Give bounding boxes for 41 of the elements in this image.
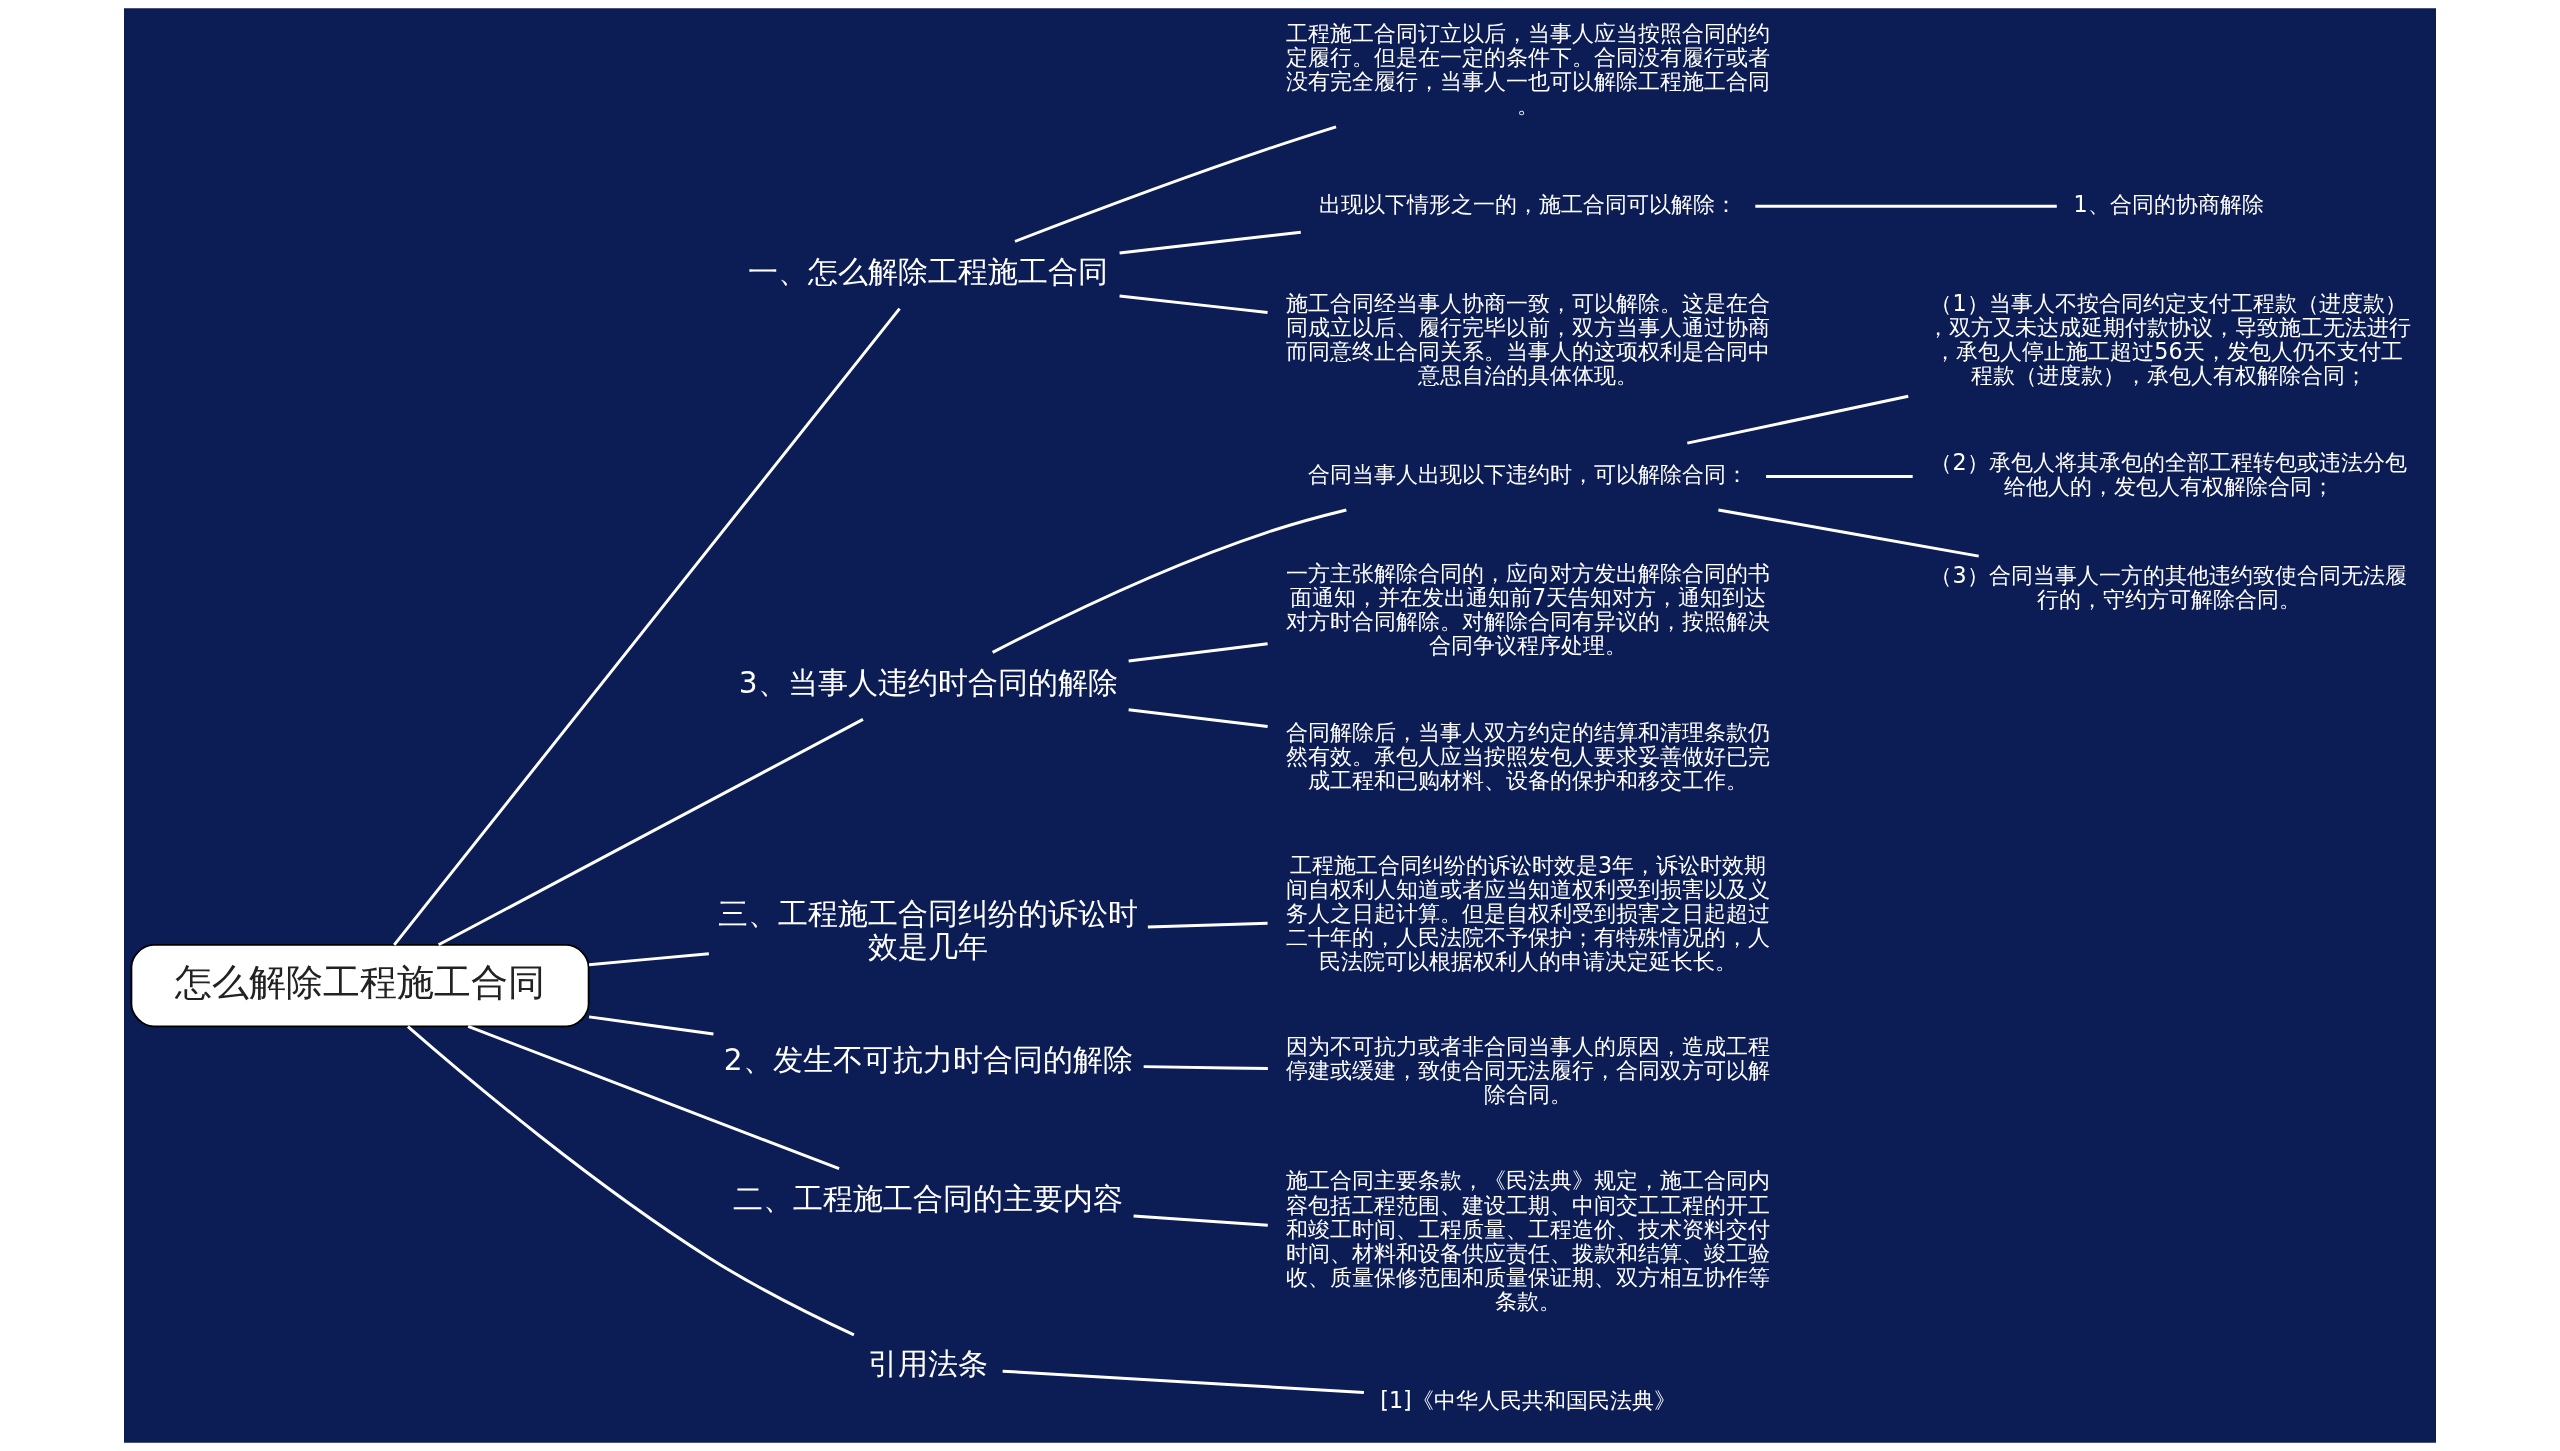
connector xyxy=(1002,1369,1364,1394)
node-text: （1）当事人不按合同约定支付工程款（进度款），双方又未达成延期付款协议，导致施工无法进行，承包人停止施工超过56天，发包人仍不支付工程款（进度款），承包人有权解除合同； xyxy=(1926,290,2411,389)
connector xyxy=(991,508,1347,654)
connector xyxy=(1128,642,1268,663)
connector xyxy=(1128,708,1268,729)
node-text: 2、发生不可抗力时合同的解除 xyxy=(723,1043,1133,1078)
node-text: （3）合同当事人一方的其他违约致使合同无法履行的，守约方可解除合同。 xyxy=(1930,562,2407,613)
node-text: 工程施工合同纠纷的诉讼时效是3年，诉讼时效期间自权利人知道或者应当知道权利受到损害以及义务人之日起计算。但是自权利受到损害之日起超过二十年的，人民法院不予保护；有特殊情况的，人民法院可以根据权利人的申请决定延长长。 xyxy=(1286,851,1771,975)
connector xyxy=(1687,394,1909,445)
connector xyxy=(1014,125,1337,243)
node-text: 施工合同经当事人协商一致，可以解除。这是在合同成立以后、履行完毕以前，双方当事人通过协商而同意终止合同关系。当事人的这项权利是合同中意思自治的具体体现。 xyxy=(1286,290,1771,389)
node-text: （2）承包人将其承包的全部工程转包或违法分包给他人的，发包人有权解除合同； xyxy=(1930,449,2407,500)
node-text: 一方主张解除合同的，应向对方发出解除合同的书面通知，并在发出通知前7天告知对方，通知到达对方时合同解除。对解除合同有异议的，按照解决合同争议程序处理。 xyxy=(1286,560,1771,659)
connector xyxy=(437,718,864,947)
node-box: 怎么解除工程施工合同 xyxy=(130,943,590,1028)
connector xyxy=(588,1015,714,1036)
connector xyxy=(1119,230,1301,255)
node-text: 三、工程施工合同纠纷的诉讼时效是几年 xyxy=(718,897,1139,965)
connector xyxy=(1755,204,2057,208)
connector xyxy=(1133,1214,1268,1227)
node-text: 工程施工合同订立以后，当事人应当按照合同的约定履行。但是在一定的条件下。合同没有履行或者没有完全履行，当事人一也可以解除工程施工合同。 xyxy=(1286,19,1771,118)
node-text: 出现以下情形之一的，施工合同可以解除： xyxy=(1319,191,1738,218)
node-text: 因为不可抗力或者非合同当事人的原因，造成工程停建或缓建，致使合同无法履行，合同双方可以解除合同。 xyxy=(1286,1033,1771,1108)
connector xyxy=(588,952,709,967)
node-text: 一、怎么解除工程施工合同 xyxy=(748,254,1109,289)
connector xyxy=(1718,508,1979,558)
node-text: 合同当事人出现以下违约时，可以解除合同： xyxy=(1308,461,1749,488)
connector xyxy=(1119,294,1268,314)
connector xyxy=(467,1025,840,1171)
connector xyxy=(393,307,901,946)
node-text: 1、合同的协商解除 xyxy=(2073,191,2264,218)
node-text: 二、工程施工合同的主要内容 xyxy=(733,1182,1124,1217)
connector xyxy=(1143,1065,1268,1071)
node-text: 3、当事人违约时合同的解除 xyxy=(738,665,1118,700)
node-text: 合同解除后，当事人双方约定的结算和清理条款仍然有效。承包人应当按照发包人要求妥善做好已完成工程和已购材料、设备的保护和移交工作。 xyxy=(1286,718,1771,793)
node-text: 施工合同主要条款，《民法典》规定，施工合同内容包括工程范围、建设工期、中间交工工程的开工和竣工时间、工程质量、工程造价、技术资料交付时间、材料和设备供应责任、拨款和结算、竣工验收、质量保修范围和质量保证期、双方相互协作等条款。 xyxy=(1286,1167,1771,1314)
node-text: [1]《中华人民共和国民法典》 xyxy=(1380,1386,1676,1413)
node-text: 引用法条 xyxy=(868,1346,989,1381)
connector xyxy=(1766,475,1913,478)
connector xyxy=(406,1025,855,1337)
connector xyxy=(1147,921,1268,929)
